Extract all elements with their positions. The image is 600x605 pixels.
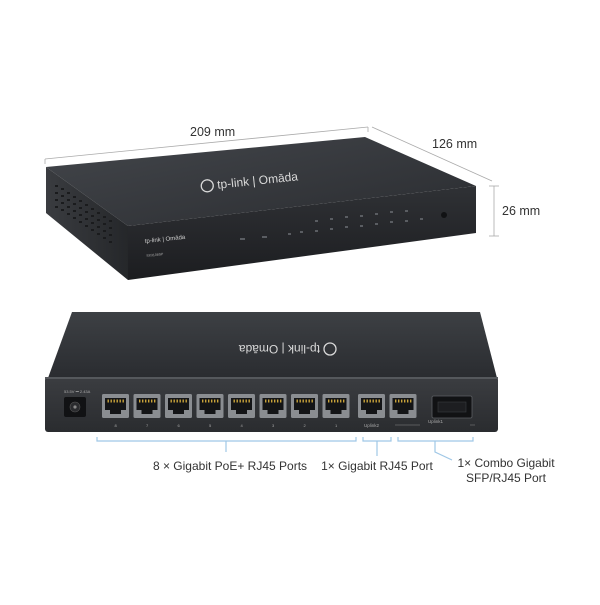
combo-port-callout: 1× Combo Gigabit SFP/RJ45 Port xyxy=(456,456,556,486)
port-number-label: 7 xyxy=(146,423,149,428)
front-logo-text: tp-link | Omāda xyxy=(145,235,187,245)
port-number-label: 4 xyxy=(241,423,244,428)
port-number-label: 8 xyxy=(115,423,118,428)
poe-rj45-port xyxy=(259,394,287,418)
combo-port-callout-line2: SFP/RJ45 Port xyxy=(465,471,547,485)
combo-port-callout-line1: 1× Combo Gigabit xyxy=(457,456,555,470)
poe-rj45-port xyxy=(196,394,224,418)
port-number-label: 1 xyxy=(335,423,338,428)
sfp-slot xyxy=(431,395,473,419)
switch-rear-top-surface xyxy=(48,312,497,378)
switch-rear-view: tp-link | Omāda 53.5V ⎓ 2.43A 8 7 6 5 4 3 2 1 U… xyxy=(45,312,498,432)
poe-rj45-port xyxy=(165,394,192,418)
power-jack: 53.5V ⎓ 2.43A xyxy=(64,389,91,417)
model-label: SX3108SP xyxy=(146,252,164,258)
width-dimension-line xyxy=(44,126,369,160)
uplink-port-callout: 1× Gigabit RJ45 Port xyxy=(321,459,433,473)
tp-link-logo-icon xyxy=(200,179,214,193)
port-number-labels: 8 7 6 5 4 3 2 1 xyxy=(115,423,339,428)
poe-ports-bracket xyxy=(96,437,357,442)
port-number-label: 5 xyxy=(209,423,212,428)
rj45-port-group xyxy=(102,394,417,418)
width-dimension-label: 209 mm xyxy=(190,125,236,139)
poe-rj45-port xyxy=(322,394,350,418)
depth-dimension-line xyxy=(371,126,493,182)
poe-rj45-port xyxy=(228,394,255,418)
reset-button-icon xyxy=(441,212,447,218)
height-dimension-label: 26 mm xyxy=(502,204,541,218)
callout-lines xyxy=(96,437,474,461)
port-number-label: 3 xyxy=(272,423,275,428)
poe-rj45-port xyxy=(291,394,318,418)
poe-ports-callout: 8 × Gigabit PoE+ RJ45 Ports xyxy=(152,459,308,473)
dimension-lines xyxy=(44,126,499,237)
uplink1-label: Uplink1 xyxy=(428,419,444,424)
uplink1-rj45-port xyxy=(389,394,417,418)
port-number-label: 6 xyxy=(178,423,181,428)
uplink2-label: Uplink2 xyxy=(364,423,380,428)
depth-dimension-label: 126 mm xyxy=(432,137,478,151)
front-brand: tp-link | Omāda SX3108SP xyxy=(145,235,187,258)
poe-rj45-port xyxy=(133,394,161,418)
rear-logo-text: tp-link | Omāda xyxy=(239,342,320,356)
uplink-port-bracket xyxy=(362,437,392,442)
side-vents xyxy=(55,185,112,243)
front-led-panel xyxy=(240,210,423,240)
switch-left-side xyxy=(46,167,128,280)
rear-top-logo: tp-link | Omāda xyxy=(239,342,337,356)
switch-top-surface xyxy=(46,137,476,226)
poe-rj45-port xyxy=(102,394,129,418)
combo-port-bracket xyxy=(397,437,474,442)
uplink2-rj45-port xyxy=(358,394,385,418)
tp-link-logo-icon-rear xyxy=(323,342,337,356)
switch-front-view: tp-link | Omāda tp-link | Omāda SX3108SP xyxy=(46,137,476,280)
port-number-label: 2 xyxy=(304,423,307,428)
power-rating-label: 53.5V ⎓ 2.43A xyxy=(64,389,91,394)
